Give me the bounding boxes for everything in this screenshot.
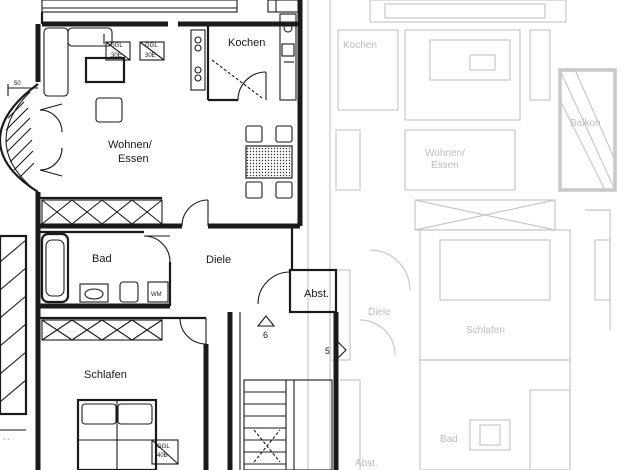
ghost-diele-label: Diele: [368, 307, 391, 318]
left-edge-mark: . .: [4, 436, 9, 442]
ggl-2-size: 30E: [145, 53, 156, 59]
bad-label: Bad: [92, 253, 112, 265]
ggl-3-label: GGL: [157, 444, 170, 450]
washbasin: [79, 283, 109, 303]
ghost-kochen-label: Kochen: [343, 40, 377, 51]
ggl-2-label: GGL: [145, 43, 158, 49]
wall-dimension-50: 50: [14, 81, 21, 87]
stair-marker-5-label: 5: [325, 346, 330, 356]
wohnen-label: Wohnen/: [108, 139, 153, 151]
armchair: [95, 97, 123, 123]
ggl-3-size: 40B: [157, 453, 168, 459]
kochen-label: Kochen: [228, 37, 265, 49]
abst-label: Abst.: [304, 288, 329, 300]
ghost-plan: Kochen Wohnen/ Essen Balkon Diele Schlaf…: [307, 0, 617, 470]
wm-label: WM: [151, 292, 162, 298]
abstellraum: [288, 268, 338, 314]
coffee-table: [84, 56, 126, 84]
washing-machine: [147, 281, 169, 303]
ghost-abst-label: Abst.: [355, 458, 378, 469]
schlafen-label: Schlafen: [84, 369, 127, 381]
dining-table: [245, 145, 293, 179]
stair-marker-6: [256, 315, 276, 327]
ghost-essen-label: Essen: [431, 160, 459, 171]
stair-marker-6-label: 6: [263, 330, 268, 340]
ghost-wohnen-label: Wohnen/: [425, 148, 465, 159]
essen-label: Essen: [118, 153, 149, 165]
ghost-bad-label: Bad: [440, 434, 458, 445]
stair-marker-5: [335, 338, 347, 362]
main-plan: 50 . .: [0, 0, 347, 470]
ggl-1-size: 30E: [111, 53, 122, 59]
ghost-schlafen-label: Schlafen: [466, 325, 505, 336]
toilet: [119, 281, 139, 303]
sofa: [43, 27, 69, 97]
bathtub: [40, 232, 70, 304]
ghost-balkon-label: Balkon: [570, 118, 601, 129]
ggl-1-label: GGL: [110, 43, 123, 49]
diele-label: Diele: [206, 254, 231, 266]
